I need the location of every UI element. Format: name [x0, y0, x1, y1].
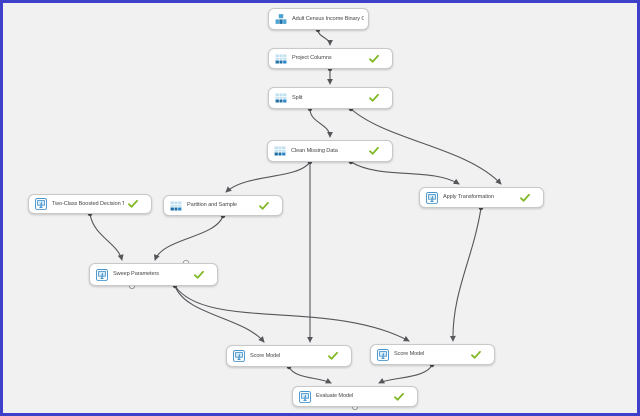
- ml-module-icon: [35, 198, 47, 210]
- node-sweep-parameters[interactable]: Sweep Parameters: [89, 263, 218, 286]
- node-label: Partition and Sample: [187, 202, 237, 209]
- status-check-icon: [471, 350, 481, 359]
- node-label: Adult Census Income Binary C...: [292, 15, 364, 22]
- status-check-icon: [369, 94, 379, 102]
- status-check-icon: [128, 200, 138, 208]
- data-table-icon: [170, 200, 182, 212]
- data-table-icon: [275, 92, 287, 104]
- node-label: Apply Transformation: [443, 194, 494, 201]
- node-score-model-left[interactable]: Score Model: [226, 345, 352, 367]
- data-table-icon: [275, 53, 287, 65]
- node-clean-missing-data[interactable]: Clean Missing Data: [267, 140, 393, 162]
- node-label: Project Columns: [292, 55, 332, 62]
- edge-sweep-parameters--score-model-right[interactable]: [174, 285, 410, 342]
- edge-split--apply-transformation[interactable]: [350, 108, 502, 185]
- edge-partition-and-sample--sweep-parameters[interactable]: [153, 215, 224, 261]
- node-label: Score Model: [394, 351, 425, 358]
- status-check-icon: [369, 54, 379, 63]
- edge-clean-missing-data--partition-and-sample[interactable]: [225, 161, 311, 193]
- node-apply-transformation[interactable]: Apply Transformation: [419, 187, 544, 208]
- edge-score-model-left--evaluate-model[interactable]: [288, 366, 332, 384]
- node-split[interactable]: Split: [268, 87, 393, 109]
- data-table-icon: [274, 145, 286, 157]
- node-adult-census-income-dataset[interactable]: Adult Census Income Binary C...: [268, 8, 369, 30]
- dataset-icon: [275, 13, 287, 25]
- node-label: Evaluate Model: [316, 393, 354, 400]
- edge-clean-missing-data--apply-transformation[interactable]: [350, 161, 460, 185]
- node-partition-and-sample[interactable]: Partition and Sample: [163, 195, 283, 216]
- node-score-model-right[interactable]: Score Model: [370, 344, 495, 365]
- edge-split--clean-missing-data[interactable]: [309, 108, 333, 138]
- ml-module-icon: [426, 191, 438, 204]
- node-evaluate-model[interactable]: Evaluate Model: [292, 386, 418, 407]
- status-check-icon: [369, 147, 379, 155]
- edge-two-class-boosted-decision-tree--sweep-parameters[interactable]: [89, 213, 124, 261]
- node-label: Split: [292, 94, 303, 101]
- ml-module-icon: [299, 390, 311, 403]
- status-check-icon: [394, 392, 404, 401]
- ml-module-icon: [377, 348, 389, 361]
- status-check-icon: [259, 201, 269, 210]
- node-two-class-boosted-decision-tree[interactable]: Two-Class Boosted Decision T...: [28, 194, 152, 214]
- ml-module-icon: [233, 350, 245, 362]
- edge-score-model-right--evaluate-model[interactable]: [378, 364, 433, 384]
- node-label: Two-Class Boosted Decision T...: [52, 200, 124, 207]
- node-label: Sweep Parameters: [113, 271, 159, 278]
- edge-apply-transformation--score-model-right[interactable]: [449, 207, 482, 342]
- ml-module-icon: [96, 268, 108, 281]
- node-label: Clean Missing Data: [291, 147, 338, 154]
- status-check-icon: [520, 193, 530, 202]
- status-check-icon: [328, 352, 338, 360]
- status-check-icon: [194, 270, 204, 279]
- edge-sweep-parameters--score-model-left[interactable]: [174, 285, 265, 343]
- node-label: Score Model: [250, 352, 281, 359]
- node-project-columns[interactable]: Project Columns: [268, 48, 393, 69]
